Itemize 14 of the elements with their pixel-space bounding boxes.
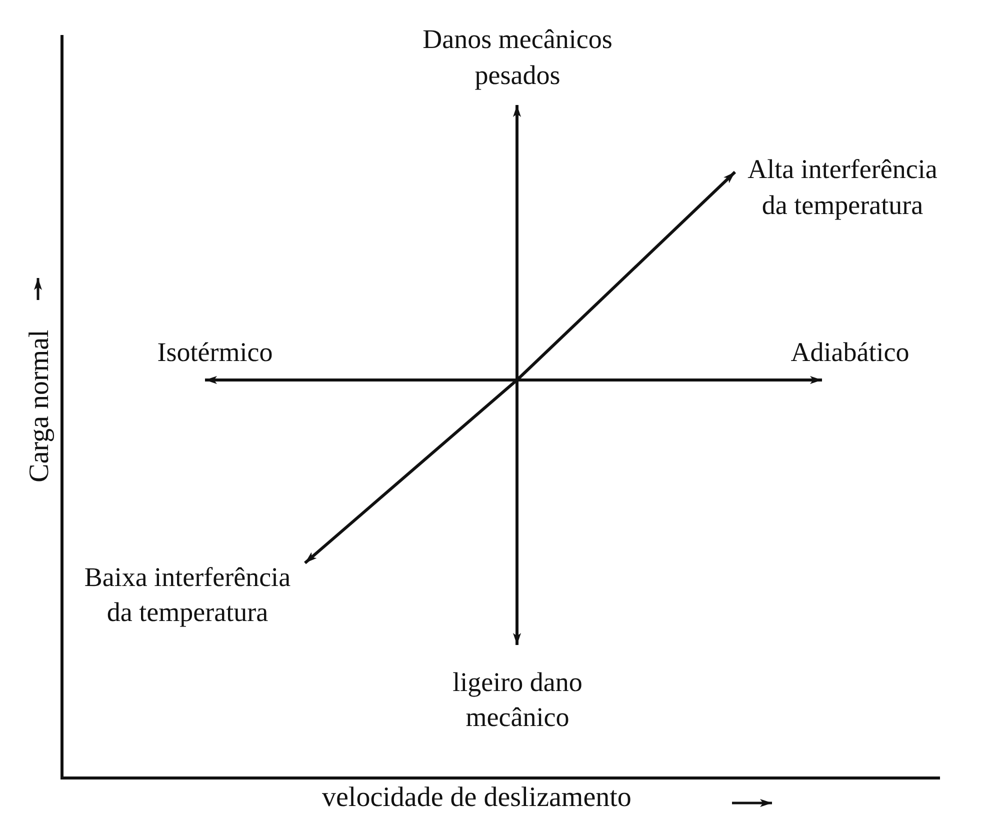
node-label: Adiabático xyxy=(790,336,910,369)
node-label: Baixa interferência da temperatura xyxy=(83,560,292,629)
arrow xyxy=(517,376,822,384)
arrow xyxy=(513,380,521,645)
node-label: Isotérmico xyxy=(157,336,273,369)
node-label: Alta interferência da temperatura xyxy=(746,153,938,222)
axis-label: velocidade de deslizamento xyxy=(322,782,632,814)
arrow xyxy=(205,376,517,384)
arrow xyxy=(513,105,521,380)
arrow xyxy=(304,378,518,564)
node-label: Danos mecânicos pesados xyxy=(422,23,614,92)
arrow xyxy=(516,170,736,382)
axis-label: Carga normal xyxy=(24,328,56,484)
node-label: ligeiro dano mecânico xyxy=(452,666,584,734)
